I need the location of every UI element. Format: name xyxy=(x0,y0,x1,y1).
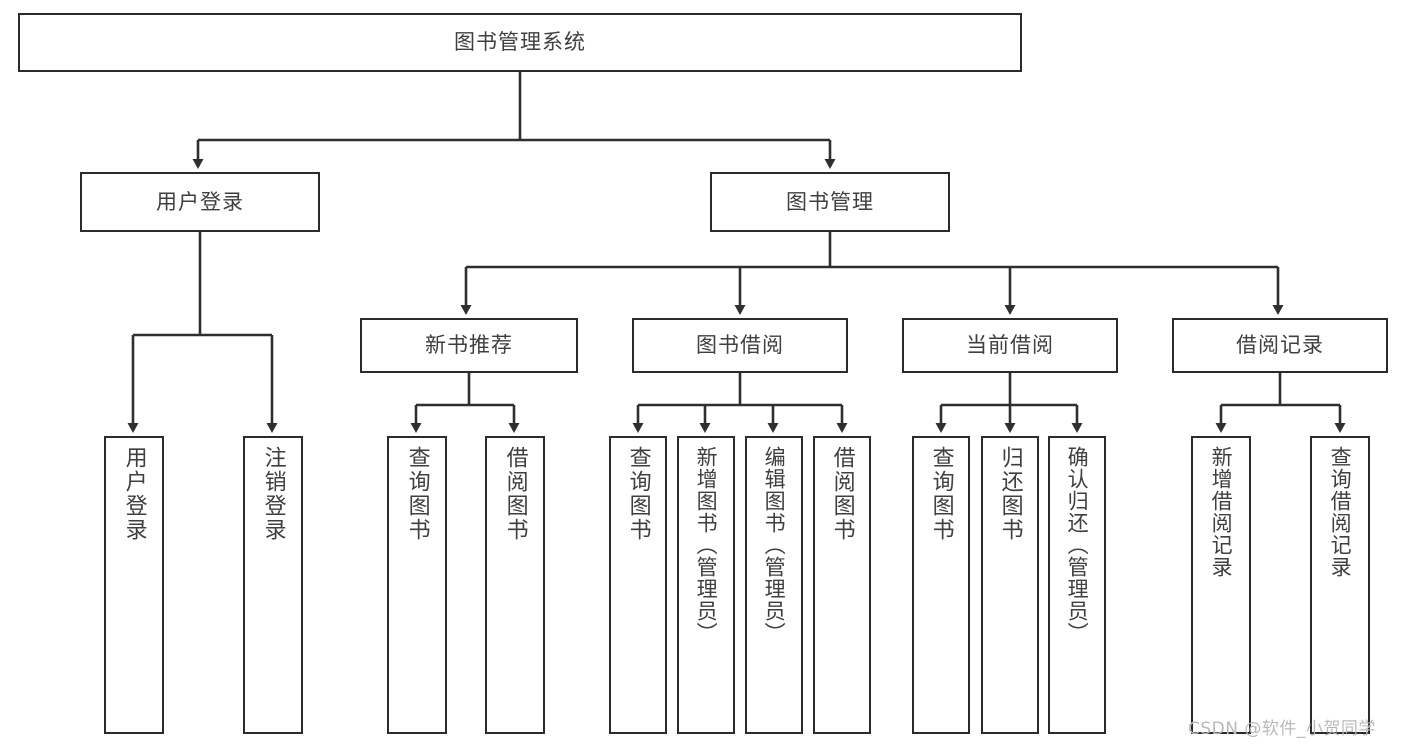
node-book-borrow-label: 图书借阅 xyxy=(696,333,784,358)
node-book-management[interactable]: 图书管理 xyxy=(710,172,950,232)
leaf-label: 新增借阅记录 xyxy=(1209,446,1234,578)
node-book-borrow[interactable]: 图书借阅 xyxy=(632,318,848,373)
leaf-borrow-edit-book-admin[interactable]: 编辑图书（管理员） xyxy=(745,436,803,734)
leaf-label: 编辑图书（管理员） xyxy=(762,446,787,644)
leaf-borrow-query-book[interactable]: 查询图书 xyxy=(609,436,667,734)
leaf-new-book-query[interactable]: 查询图书 xyxy=(387,436,447,734)
leaf-label: 借阅图书 xyxy=(502,446,528,542)
leaf-borrow-borrow-book[interactable]: 借阅图书 xyxy=(813,436,871,734)
node-root-label: 图书管理系统 xyxy=(454,30,586,55)
leaf-user-login-login[interactable]: 用户登录 xyxy=(104,436,164,734)
leaf-current-query-book[interactable]: 查询图书 xyxy=(912,436,970,734)
leaf-label: 借阅图书 xyxy=(829,446,855,542)
node-current-borrow[interactable]: 当前借阅 xyxy=(902,318,1118,373)
leaf-label: 注销登录 xyxy=(260,446,286,542)
leaf-user-login-logout[interactable]: 注销登录 xyxy=(243,436,303,734)
leaf-new-book-borrow[interactable]: 借阅图书 xyxy=(485,436,545,734)
leaf-borrow-add-book-admin[interactable]: 新增图书（管理员） xyxy=(677,436,735,734)
node-user-login-label: 用户登录 xyxy=(156,189,244,214)
node-borrow-record-label: 借阅记录 xyxy=(1236,333,1324,358)
leaf-label: 归还图书 xyxy=(997,446,1023,542)
leaf-label: 查询借阅记录 xyxy=(1328,446,1353,578)
leaf-label: 查询图书 xyxy=(625,446,651,542)
node-borrow-record[interactable]: 借阅记录 xyxy=(1172,318,1388,373)
leaf-current-confirm-return-admin[interactable]: 确认归还（管理员） xyxy=(1048,436,1106,734)
leaf-label: 查询图书 xyxy=(928,446,954,542)
leaf-label: 确认归还（管理员） xyxy=(1065,446,1090,644)
node-current-borrow-label: 当前借阅 xyxy=(966,333,1054,358)
leaf-label: 用户登录 xyxy=(121,446,147,542)
node-root[interactable]: 图书管理系统 xyxy=(18,13,1022,72)
node-new-book-recommend-label: 新书推荐 xyxy=(425,333,513,358)
leaf-current-return-book[interactable]: 归还图书 xyxy=(981,436,1039,734)
node-new-book-recommend[interactable]: 新书推荐 xyxy=(360,318,578,373)
node-book-management-label: 图书管理 xyxy=(786,189,874,214)
leaf-label: 查询图书 xyxy=(404,446,430,542)
leaf-record-query[interactable]: 查询借阅记录 xyxy=(1310,436,1370,734)
leaf-label: 新增图书（管理员） xyxy=(694,446,719,644)
leaf-record-add[interactable]: 新增借阅记录 xyxy=(1191,436,1251,734)
node-user-login[interactable]: 用户登录 xyxy=(80,172,320,232)
